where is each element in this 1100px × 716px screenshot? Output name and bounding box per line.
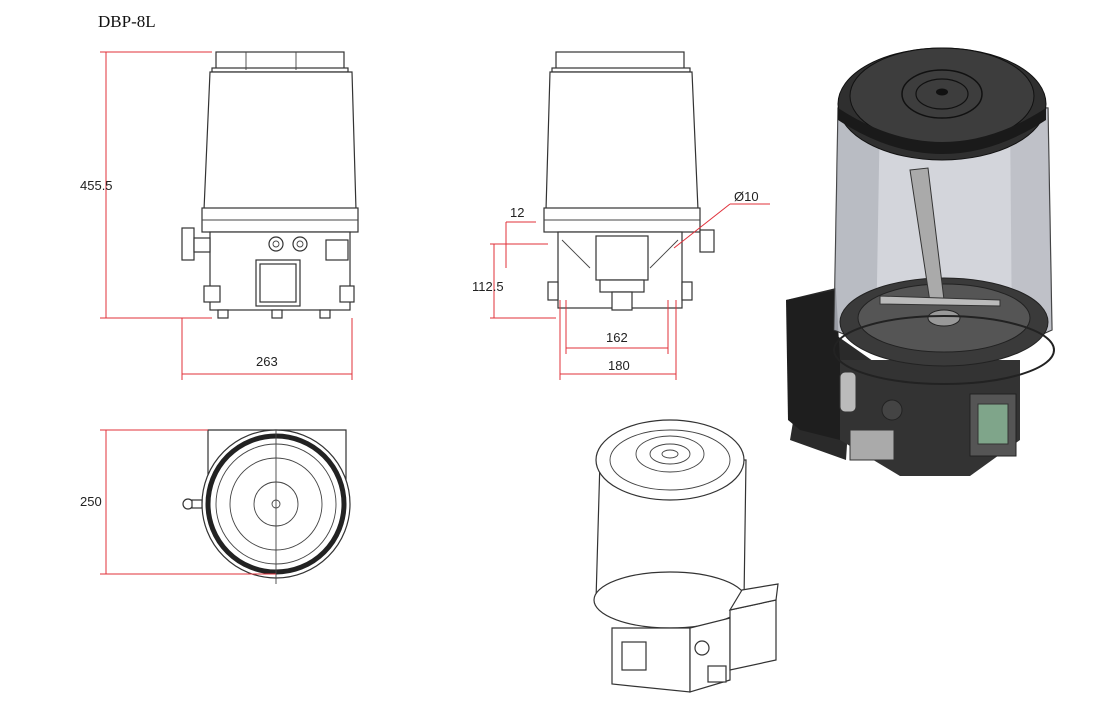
rendered-3d-view: [786, 47, 1055, 476]
front-view: [100, 51, 359, 380]
dim-mount-outer: 180: [608, 358, 630, 373]
dim-hole-diameter: Ø10: [734, 189, 759, 204]
top-view: [100, 429, 351, 584]
side-view: [490, 51, 770, 380]
drawing-title: DBP-8L: [98, 12, 156, 31]
dim-front-width: 263: [256, 354, 278, 369]
dim-top-depth: 250: [80, 494, 102, 509]
dim-mount-inner: 162: [606, 330, 628, 345]
dim-side-height: 112.5: [472, 279, 504, 294]
dim-front-height: 455.5: [80, 178, 113, 193]
isometric-line-view: [593, 419, 779, 693]
dim-side-offset: 12: [510, 205, 524, 220]
